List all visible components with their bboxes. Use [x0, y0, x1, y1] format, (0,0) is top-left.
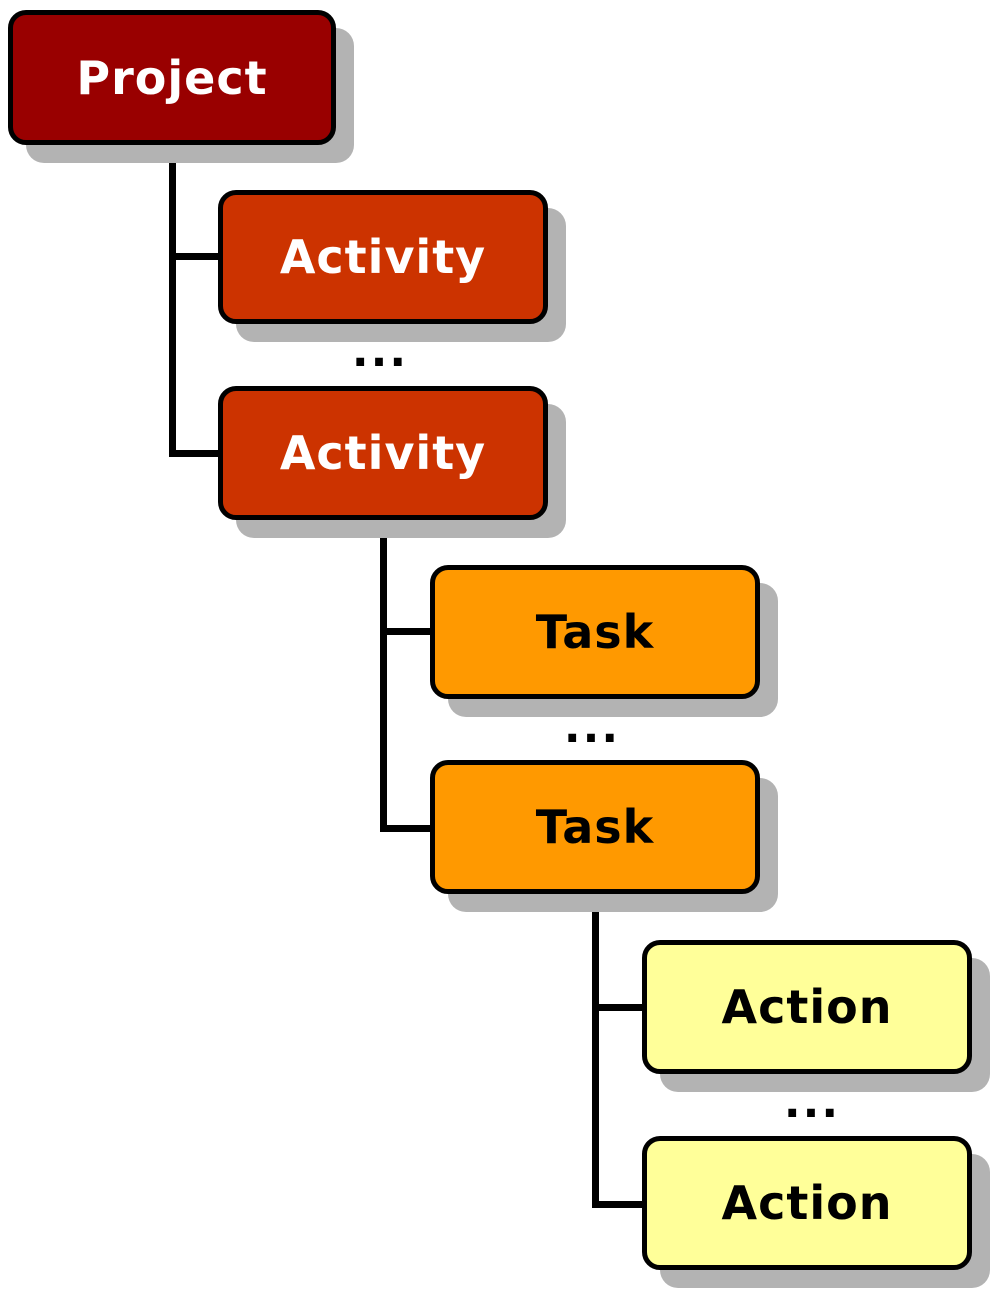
activity-node-1-label: Activity	[279, 230, 487, 284]
activity-node-1: Activity	[218, 190, 548, 324]
activity-node-2: Activity	[218, 386, 548, 520]
project-node: Project	[8, 10, 336, 145]
connector-activity-to-task-2	[380, 825, 432, 832]
task-node-1-label: Task	[535, 605, 655, 659]
action-node-1: Action	[642, 940, 972, 1074]
connector-activity-to-task-1	[380, 628, 432, 635]
project-node-label: Project	[76, 50, 268, 105]
connector-task-to-action-1	[592, 1004, 644, 1011]
connector-project-to-activity-2	[169, 450, 221, 457]
action-node-2-label: Action	[721, 1176, 893, 1230]
task-ellipsis: ...	[563, 702, 621, 753]
action-node-1-label: Action	[721, 980, 893, 1034]
activity-node-2-label: Activity	[279, 426, 487, 480]
task-node-1: Task	[430, 565, 760, 699]
task-node-2: Task	[430, 760, 760, 894]
activity-ellipsis: ...	[351, 326, 409, 377]
action-node-2: Action	[642, 1136, 972, 1270]
action-ellipsis: ...	[783, 1077, 841, 1128]
task-node-2-label: Task	[535, 800, 655, 854]
connector-task-to-action-2	[592, 1201, 644, 1208]
connector-project-to-activity-1	[169, 253, 221, 260]
connector-project-trunk	[169, 145, 176, 457]
connector-task-trunk	[592, 894, 599, 1208]
connector-activity-trunk	[380, 520, 387, 832]
